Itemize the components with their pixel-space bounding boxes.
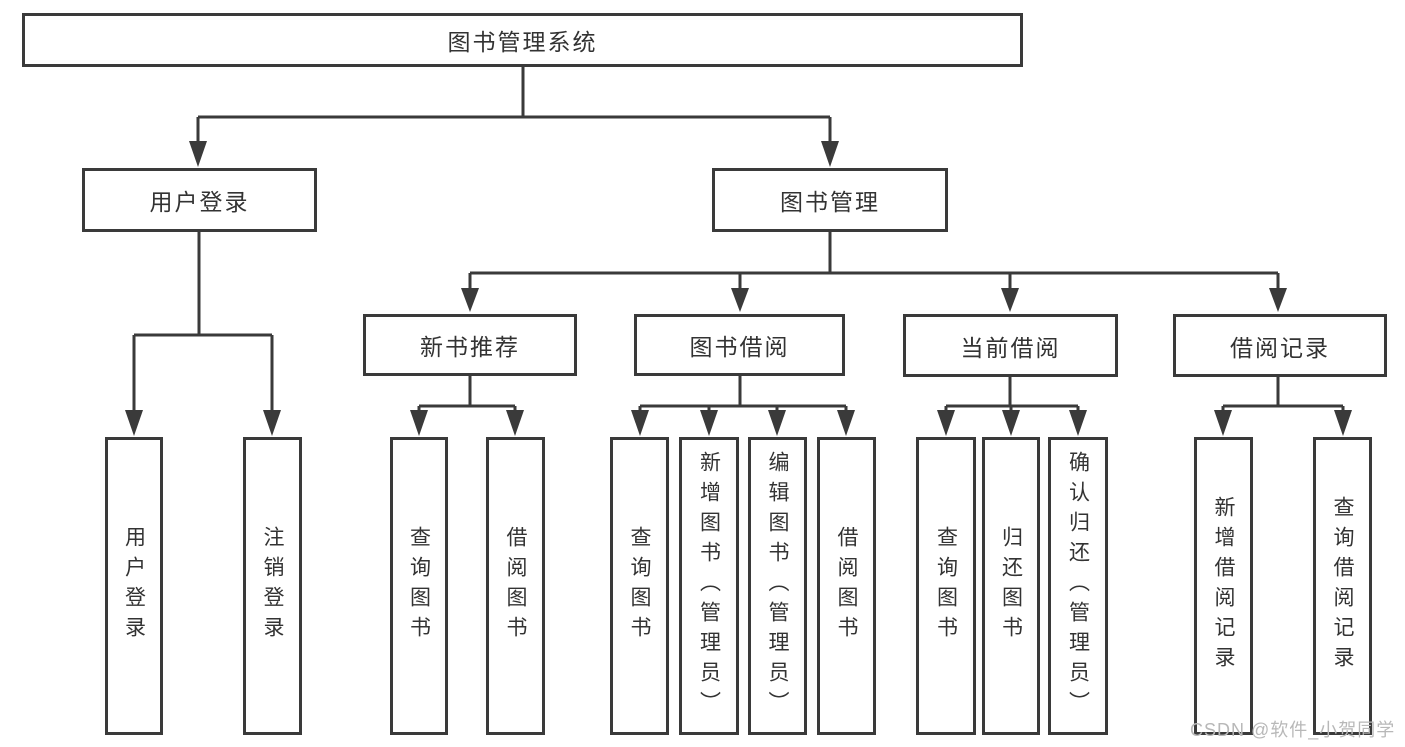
- node-label: 图书管理系统: [447, 29, 598, 55]
- leaf-label: 新增借阅记录: [1212, 496, 1235, 676]
- node-label: 图书借阅: [689, 334, 790, 360]
- node-label: 用户登录: [149, 189, 250, 215]
- leaf-label: 借阅图书: [504, 526, 527, 646]
- node-book-management-system: 图书管理系统: [22, 13, 1023, 67]
- leaf-query-books-borrowing: 查询图书: [610, 437, 669, 735]
- leaf-return-books: 归还图书: [982, 437, 1040, 735]
- node-label: 图书管理: [780, 189, 880, 215]
- leaf-label: 新增图书（管理员）: [697, 451, 721, 721]
- node-label: 新书推荐: [420, 334, 520, 360]
- leaf-label: 查询图书: [934, 526, 958, 646]
- leaf-query-books-current: 查询图书: [916, 437, 976, 735]
- node-book-management: 图书管理: [712, 168, 948, 232]
- node-label: 当前借阅: [960, 334, 1061, 361]
- leaf-label: 归还图书: [999, 526, 1023, 646]
- node-book-borrowing: 图书借阅: [634, 314, 845, 376]
- leaf-label: 注销登录: [261, 526, 284, 646]
- leaf-label: 用户登录: [122, 526, 146, 646]
- node-borrowing-records: 借阅记录: [1173, 314, 1387, 377]
- leaf-logout: 注销登录: [243, 437, 302, 735]
- leaf-label: 借阅图书: [835, 526, 858, 646]
- leaf-label: 确认归还（管理员）: [1066, 451, 1090, 721]
- node-label: 借阅记录: [1230, 334, 1330, 361]
- leaf-user-login: 用户登录: [105, 437, 163, 735]
- leaf-borrow-books: 借阅图书: [817, 437, 876, 735]
- leaf-confirm-return-admin: 确认归还（管理员）: [1048, 437, 1108, 735]
- leaf-label: 查询图书: [628, 526, 651, 646]
- leaf-label: 查询图书: [407, 526, 431, 646]
- leaf-edit-books-admin: 编辑图书（管理员）: [748, 437, 807, 735]
- leaf-label: 查询借阅记录: [1331, 496, 1354, 676]
- leaf-label: 编辑图书（管理员）: [766, 451, 789, 721]
- leaf-borrow-books-recommend: 借阅图书: [486, 437, 545, 735]
- leaf-query-borrow-record: 查询借阅记录: [1313, 437, 1372, 735]
- node-current-borrowing: 当前借阅: [903, 314, 1118, 377]
- leaf-add-books-admin: 新增图书（管理员）: [679, 437, 739, 735]
- node-user-login: 用户登录: [82, 168, 317, 232]
- leaf-query-books-recommend: 查询图书: [390, 437, 448, 735]
- leaf-add-borrow-record: 新增借阅记录: [1194, 437, 1253, 735]
- node-new-book-recommendation: 新书推荐: [363, 314, 577, 376]
- csdn-watermark: CSDN @软件_小贺同学: [1190, 720, 1396, 740]
